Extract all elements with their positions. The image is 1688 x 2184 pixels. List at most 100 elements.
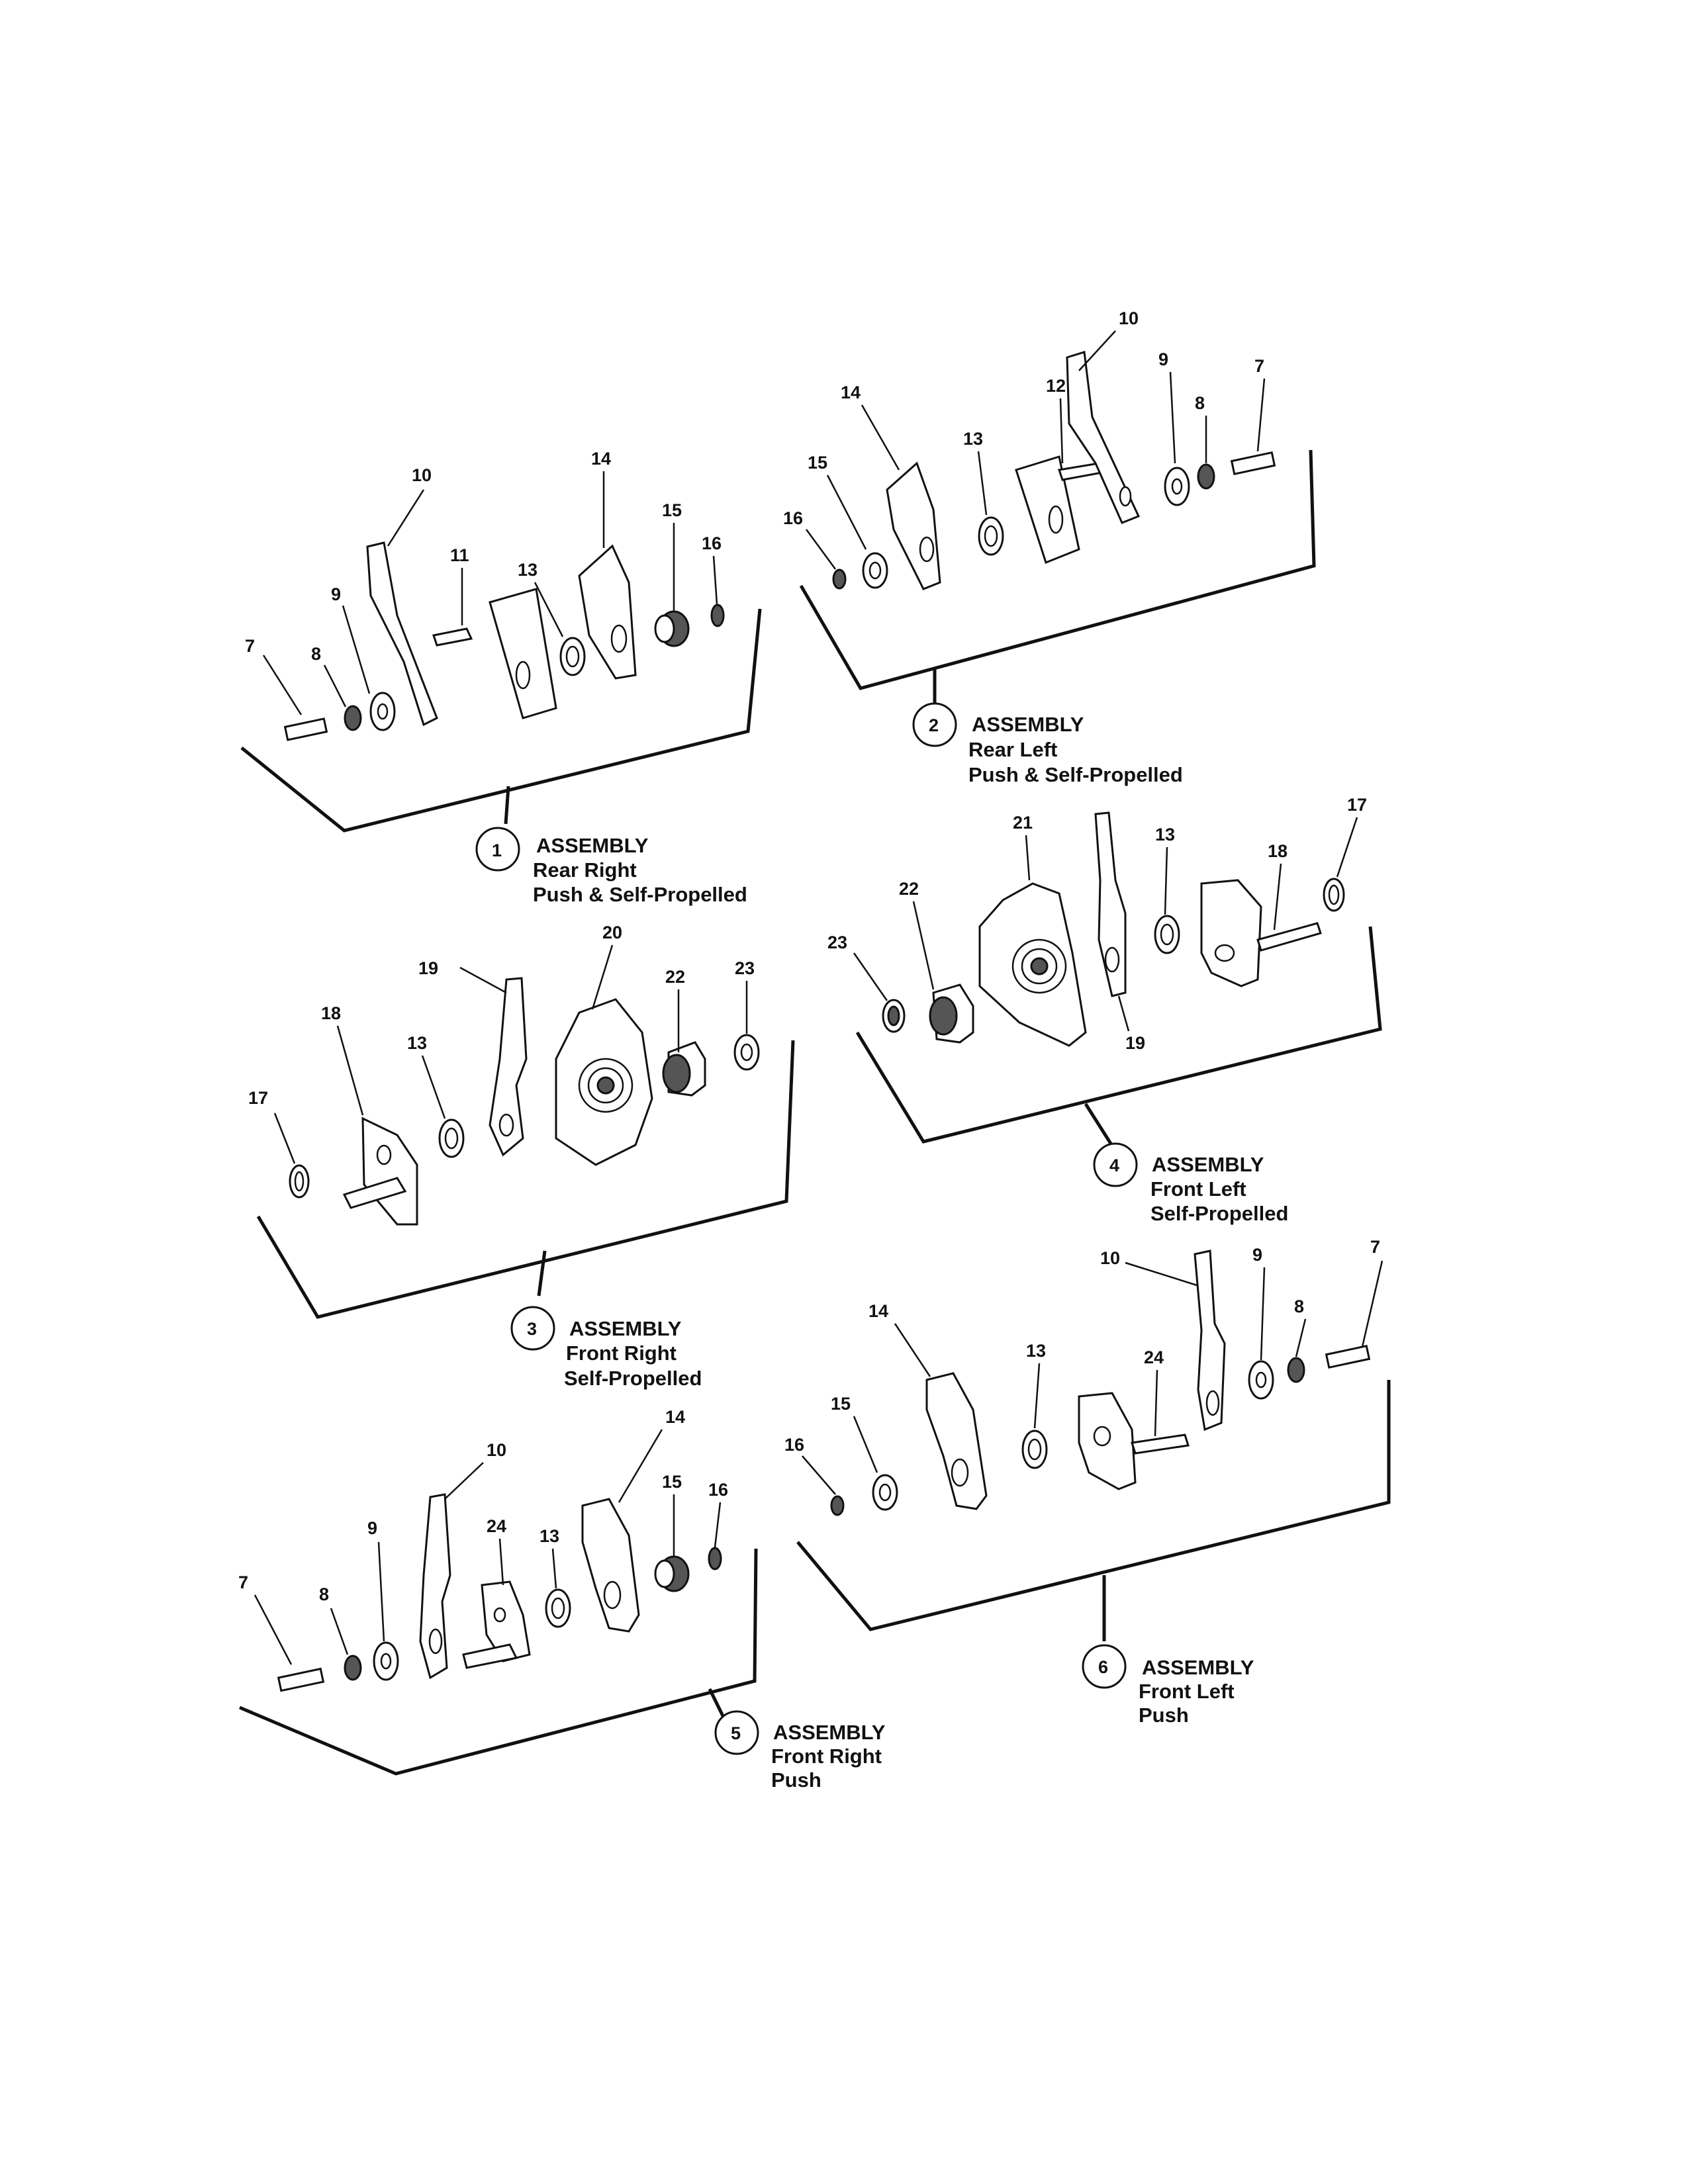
assembly-1-line2: Push & Self-Propelled (533, 883, 747, 906)
assembly-6-line2: Push (1139, 1704, 1189, 1727)
callout-label: 17 (1347, 795, 1367, 815)
assembly-5-badge (714, 1710, 759, 1755)
assembly-6-line1: Front Left (1139, 1680, 1235, 1703)
assembly-5-callouts: 7 8 9 10 24 13 14 15 16 (238, 1407, 728, 1665)
assembly-4-line2: Self-Propelled (1150, 1202, 1288, 1225)
assembly-3-number: 3 (527, 1319, 537, 1339)
assembly-1-bracket (240, 608, 762, 833)
callout-label: 14 (591, 449, 611, 469)
callout-label: 14 (665, 1407, 685, 1427)
assembly-3-line2: Self-Propelled (564, 1367, 702, 1390)
callout-label: 18 (321, 1003, 341, 1023)
callout-label: 11 (450, 545, 469, 565)
callout-label: 19 (1125, 1033, 1145, 1053)
assembly-4-line1: Front Left (1150, 1177, 1246, 1201)
assembly-5-title: ASSEMBLY (773, 1721, 886, 1744)
assembly-6-group: 16 15 14 13 24 10 9 8 7 6 ASSEMBLY Front… (784, 1237, 1391, 1727)
assembly-4-stem (1084, 1103, 1113, 1145)
assembly-2-parts (832, 351, 1276, 590)
callout-label: 12 (1046, 376, 1066, 396)
callout-label: 10 (1119, 308, 1139, 328)
callout-label: 10 (1100, 1248, 1120, 1268)
callout-label: 16 (783, 508, 803, 528)
callout-label: 13 (1155, 825, 1175, 844)
assembly-5-bracket (239, 1548, 758, 1776)
assembly-4-number: 4 (1109, 1156, 1119, 1175)
callout-label: 22 (665, 967, 685, 987)
assembly-4-callouts: 23 22 21 19 13 18 17 (827, 795, 1367, 1053)
callout-label: 18 (1268, 841, 1288, 861)
callout-label: 9 (1158, 349, 1168, 369)
callout-label: 20 (602, 923, 622, 942)
assembly-3-parts (289, 977, 760, 1226)
assembly-2-line1: Rear Left (968, 738, 1057, 761)
assembly-2-bracket (799, 449, 1316, 690)
assembly-2-title: ASSEMBLY (972, 713, 1084, 736)
callout-label: 22 (899, 879, 919, 899)
assembly-5-line1: Front Right (771, 1745, 882, 1768)
assembly-4-badge (1093, 1142, 1138, 1187)
callout-label: 9 (367, 1518, 377, 1538)
assembly-1-group: 7 8 9 10 11 13 14 15 16 1 ASSEMBLY Rear … (240, 449, 762, 906)
callout-label: 10 (487, 1440, 506, 1460)
callout-label: 7 (245, 636, 255, 656)
assembly-6-callouts: 16 15 14 13 24 10 9 8 7 (784, 1237, 1383, 1495)
callout-label: 13 (963, 429, 983, 449)
callout-label: 7 (1254, 356, 1264, 376)
callout-label: 8 (311, 644, 321, 664)
assembly-5-line2: Push (771, 1768, 821, 1792)
callout-label: 15 (662, 500, 682, 520)
callout-label: 13 (1026, 1341, 1046, 1361)
assembly-1-badge (475, 827, 520, 872)
assembly-6-bracket (796, 1380, 1391, 1631)
assembly-3-badge (510, 1306, 555, 1351)
callout-label: 16 (702, 533, 722, 553)
assembly-2-callouts: 16 15 14 13 12 10 9 8 7 (783, 308, 1266, 570)
callout-label: 13 (518, 560, 538, 580)
assembly-5-group: 7 8 9 10 24 13 14 15 16 5 ASSEMBLY Front… (238, 1407, 886, 1792)
callout-label: 13 (407, 1033, 427, 1053)
assembly-4-title: ASSEMBLY (1152, 1153, 1264, 1176)
callout-label: 16 (708, 1480, 728, 1500)
assembly-2-group: 16 15 14 13 12 10 9 8 7 2 ASSEMBLY Rear … (783, 308, 1316, 786)
assembly-2-number: 2 (929, 715, 939, 735)
callout-label: 15 (808, 453, 827, 473)
callout-label: 13 (539, 1526, 559, 1546)
assembly-6-title: ASSEMBLY (1142, 1656, 1254, 1679)
callout-label: 9 (1252, 1245, 1262, 1265)
assembly-5-number: 5 (731, 1723, 741, 1743)
assembly-3-title: ASSEMBLY (569, 1317, 682, 1340)
callout-label: 14 (868, 1301, 888, 1321)
assembly-1-title: ASSEMBLY (536, 834, 649, 857)
callout-label: 8 (319, 1584, 329, 1604)
callout-label: 23 (827, 933, 847, 952)
assembly-1-parts (283, 541, 725, 741)
callout-label: 16 (784, 1435, 804, 1455)
assembly-3-callouts: 17 18 13 19 20 22 23 (248, 923, 755, 1164)
assembly-4-group: 23 22 21 19 13 18 17 4 ASSEMBLY Front Le… (827, 795, 1382, 1225)
callout-label: 15 (662, 1472, 682, 1492)
assembly-4-bracket (855, 926, 1382, 1144)
assembly-1-line1: Rear Right (533, 858, 637, 882)
assembly-6-parts (830, 1250, 1371, 1516)
assembly-6-number: 6 (1098, 1657, 1108, 1677)
callout-label: 23 (735, 958, 755, 978)
callout-label: 7 (238, 1572, 248, 1592)
assembly-4-parts (882, 811, 1345, 1047)
assembly-3-group: 17 18 13 19 20 22 23 3 ASSEMBLY Front Ri… (248, 923, 795, 1390)
assembly-3-stem (537, 1250, 547, 1297)
callout-label: 24 (487, 1516, 506, 1536)
callout-label: 10 (412, 465, 432, 485)
assembly-6-badge (1082, 1644, 1127, 1689)
assembly-1-number: 1 (492, 841, 502, 860)
callout-label: 21 (1013, 813, 1033, 833)
assembly-1-callouts: 7 8 9 10 11 13 14 15 16 (245, 449, 722, 715)
callout-label: 24 (1144, 1347, 1164, 1367)
callout-label: 15 (831, 1394, 851, 1414)
callout-label: 9 (331, 584, 341, 604)
callout-label: 17 (248, 1088, 268, 1108)
assembly-3-bracket (256, 1040, 795, 1319)
assembly-2-line2: Push & Self-Propelled (968, 763, 1183, 786)
callout-label: 8 (1294, 1297, 1304, 1316)
